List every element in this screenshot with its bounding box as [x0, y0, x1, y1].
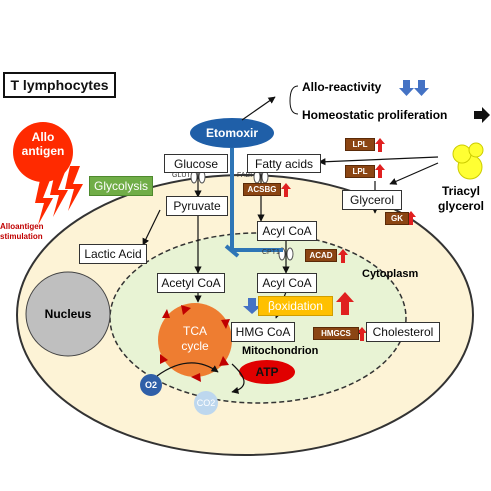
triacyl-glycerol-label: Triacyl glycerol: [437, 184, 485, 213]
allo-reactivity-label: Allo-reactivity: [302, 80, 382, 94]
enzyme-lpl-2: LPL: [345, 165, 375, 178]
acetyl-coa-box: Acetyl CoA: [157, 273, 225, 293]
lactic-acid-box: Lactic Acid: [79, 244, 147, 264]
glucose-box: Glucose: [164, 154, 228, 173]
etomoxir-label: Etomoxir: [205, 126, 258, 140]
allo-antigen-label: Allo antigen: [21, 130, 65, 158]
lightning-bolts: [35, 166, 83, 225]
nucleus: [25, 271, 111, 357]
homeostatic-right-arrow: [474, 107, 490, 123]
alloantigen-stimulation-label: Alloantigen stimulation: [0, 222, 44, 241]
triacyl-glycerol-droplet: [452, 142, 484, 180]
homeostatic-proliferation-label: Homeostatic proliferation: [302, 108, 448, 122]
allo-antigen-circle: [13, 122, 73, 182]
cholesterol-box: Cholesterol: [366, 322, 440, 342]
o2-circle: [140, 374, 162, 396]
co2-circle: [194, 391, 218, 415]
o2-label: O2: [144, 380, 157, 390]
etomoxir-cpt1-down-arrow: [243, 298, 261, 314]
effects-bracket: [289, 85, 299, 115]
enzyme-acad: ACAD: [305, 249, 337, 262]
enzyme-lpl-1: LPL: [345, 138, 375, 151]
glut-label: GLUT: [172, 172, 191, 179]
fatty-acids-box: Fatty acids: [247, 154, 321, 173]
mitochondrion-label: Mitochondrion: [242, 345, 319, 357]
pyruvate-box: Pyruvate: [166, 196, 228, 216]
tca-cycle-label: TCA cycle: [181, 324, 209, 353]
cytoplasm-label: Cytoplasm: [362, 268, 419, 280]
enzyme-acsbg: ACSBG: [243, 183, 281, 196]
atp-label: ATP: [255, 365, 279, 379]
enzyme-hmgcs: HMGCS: [313, 327, 359, 340]
co2-label: CO2: [196, 398, 216, 408]
tca-cycle-circle: [158, 303, 232, 377]
beta-oxidation-label: βoxidation: [258, 296, 333, 316]
etomoxir-ellipse: [190, 118, 274, 148]
etomoxir-inhibition-line: [224, 148, 283, 258]
hmg-coa-box: HMG CoA: [231, 322, 295, 342]
acyl-coa-box-2: Acyl CoA: [257, 273, 317, 293]
acyl-coa-box-1: Acyl CoA: [257, 221, 317, 241]
allo-reactivity-down-arrows: [399, 80, 429, 96]
glycolysis-label: Glycolysis: [89, 176, 153, 196]
tca-cycle-arrows: [160, 305, 230, 382]
enzyme-gk: GK: [385, 212, 409, 225]
fabp-label: FABP: [237, 172, 255, 179]
glut-transporter: [190, 170, 206, 184]
atp-ellipse: [239, 360, 295, 384]
cpt1-label: CPT1: [262, 249, 280, 256]
glycerol-box: Glycerol: [342, 190, 402, 210]
title-box: T lymphocytes: [3, 72, 116, 98]
nucleus-label: Nucleus: [44, 307, 92, 321]
beta-ox-up-arrow: [336, 292, 354, 315]
